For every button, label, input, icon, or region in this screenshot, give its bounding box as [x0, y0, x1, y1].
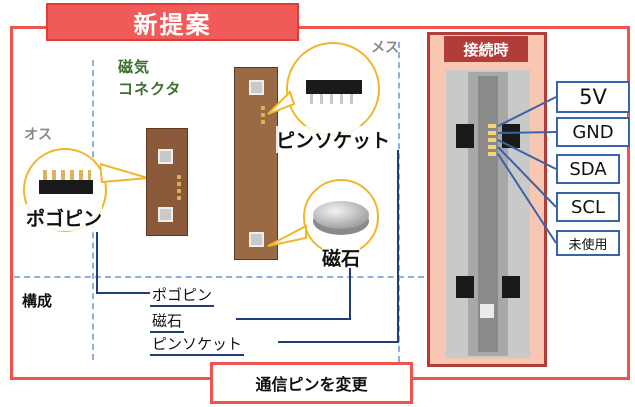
magnet-callout-pointer	[267, 224, 307, 247]
pogo-callout-pointer	[100, 162, 149, 184]
composition-item-magnet: 磁石	[150, 310, 185, 333]
pin-socket-icon	[306, 80, 362, 104]
composition-item-pin-socket: ピンソケット	[150, 333, 245, 356]
magnet-label: 磁石	[322, 244, 361, 271]
line-pogo-pin	[96, 232, 150, 294]
magnetic-connector-label: 磁気 コネクタ	[118, 58, 182, 98]
female-label: メス	[371, 40, 399, 56]
magnet-icon	[313, 201, 369, 235]
male-connector-board	[146, 128, 188, 236]
connected-assembly-image	[446, 70, 530, 358]
connected-label: 接続時	[444, 36, 528, 62]
pin-label-scl: SCL	[556, 192, 620, 222]
page-title: 新提案	[46, 3, 299, 41]
pin-socket-callout	[286, 42, 380, 136]
composition-label: 構成	[22, 292, 53, 310]
socket-callout-pointer	[267, 90, 296, 115]
female-connector-board	[234, 67, 278, 260]
divider-horizontal	[14, 276, 424, 278]
magnet-callout	[303, 179, 379, 255]
pogo-pin-icon	[39, 170, 93, 194]
line-magnet	[236, 268, 351, 320]
composition-item-pogo-pin: ポゴピン	[150, 284, 215, 307]
bottom-note: 通信ピンを変更	[210, 362, 413, 404]
line-pin-socket	[278, 150, 399, 343]
male-label: オス	[24, 127, 52, 143]
pin-label-sda: SDA	[556, 154, 620, 184]
pin-label-unused: 未使用	[556, 230, 620, 256]
pin-label-gnd: GND	[556, 117, 630, 147]
pin-label-5v: 5V	[556, 81, 630, 113]
pogo-pin-label: ポゴピン	[26, 204, 103, 231]
pin-socket-label: ピンソケット	[276, 126, 391, 153]
